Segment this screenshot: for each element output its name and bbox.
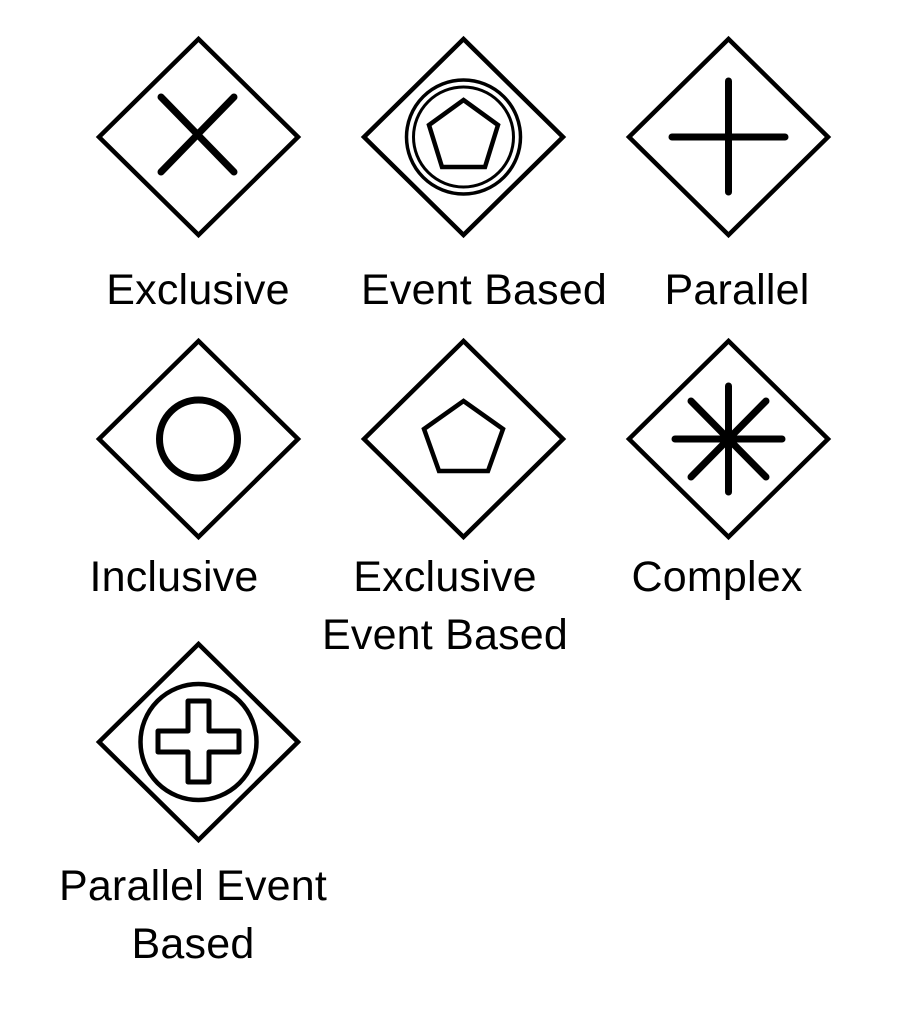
gateway-label: Parallel	[664, 266, 810, 314]
diamond-plus-icon	[625, 35, 832, 239]
gateway-label-line2: Based	[131, 920, 255, 968]
gateway-label: Parallel Event Based	[38, 857, 348, 973]
diamond-pentagon-icon	[360, 337, 567, 541]
gateway-label-line2: Event Based	[321, 611, 569, 659]
diamond-x-icon	[95, 35, 302, 239]
diamond-circle-icon	[95, 337, 302, 541]
gateway-label: Exclusive Event Based	[300, 548, 590, 664]
gateway-label-line1: Exclusive	[353, 553, 537, 601]
gateway-label-line1: Parallel Event	[58, 862, 328, 910]
diamond-double-circle-pentagon-icon	[360, 35, 567, 239]
diamond-circle-plus-icon	[95, 640, 302, 844]
gateway-label: Complex	[631, 553, 803, 601]
gateway-label: Event Based	[360, 266, 608, 314]
diamond-asterisk-icon	[625, 337, 832, 541]
gateway-label: Inclusive	[89, 553, 259, 601]
gateway-label: Exclusive	[106, 266, 290, 314]
